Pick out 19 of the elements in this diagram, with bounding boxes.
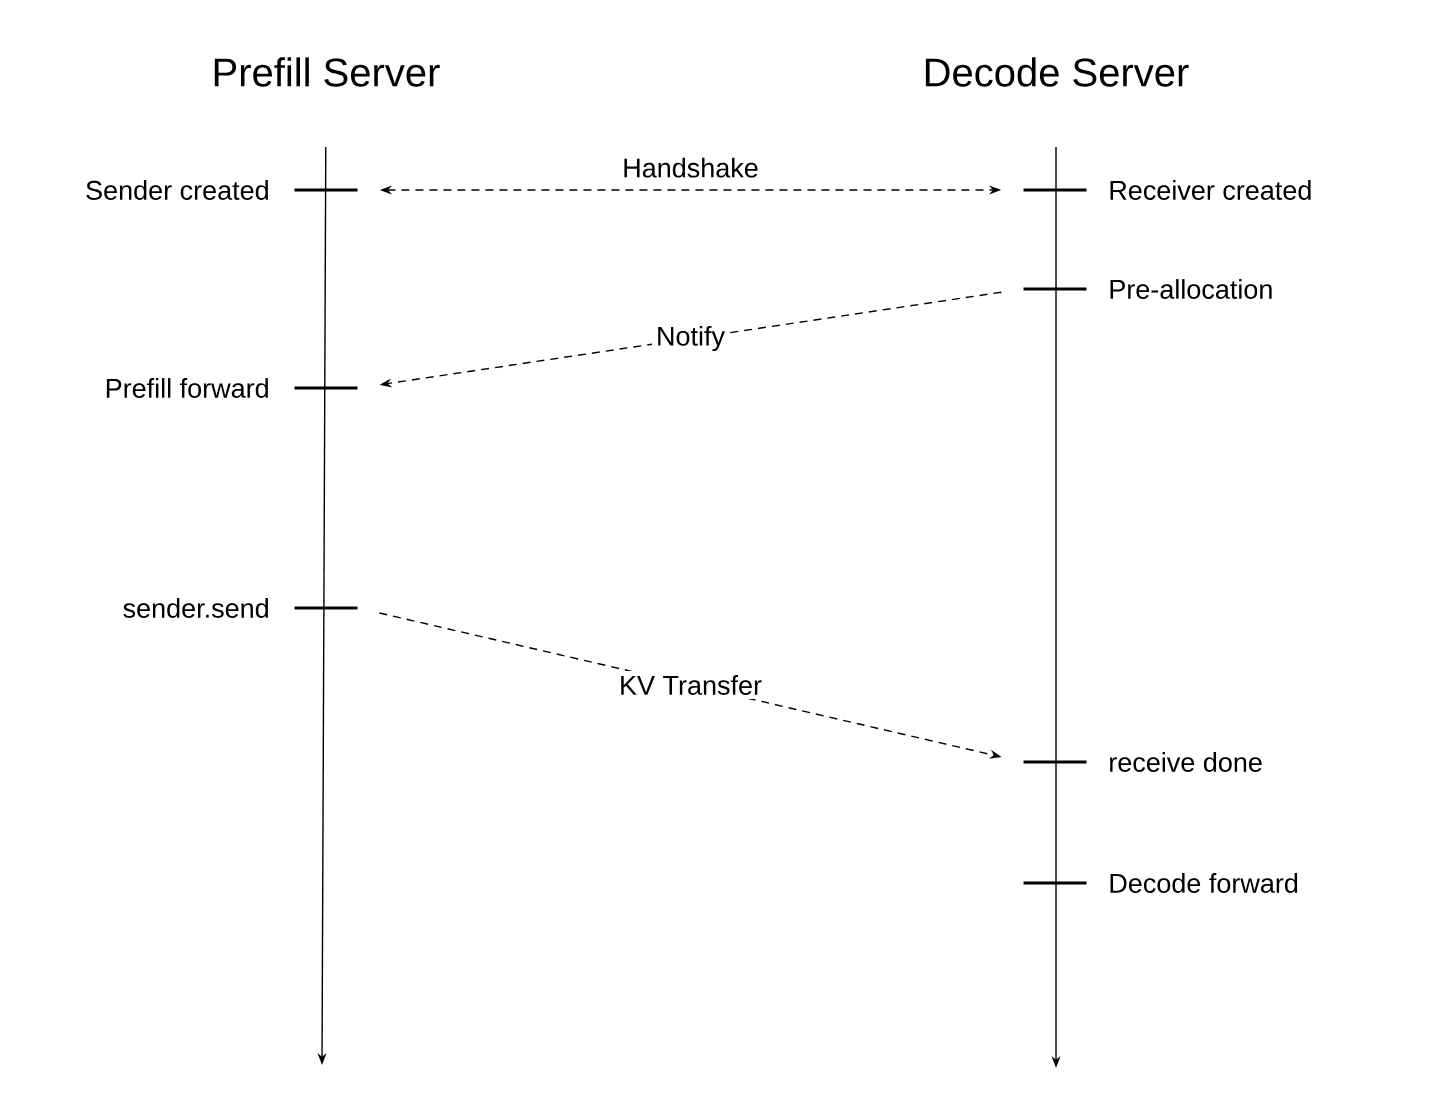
edge-label: Handshake: [618, 153, 763, 182]
event-tick: [294, 386, 358, 390]
event-label: Sender created: [86, 180, 268, 200]
event-tick: [1023, 287, 1087, 291]
event-label: Decode forward: [1110, 873, 1298, 893]
event-tick: [1023, 760, 1087, 764]
event-tick: [294, 606, 358, 610]
edge-label: Notify: [652, 321, 729, 356]
event-label: Pre-allocation: [1110, 279, 1272, 299]
event-tick: [1023, 881, 1087, 885]
event-tick: [1023, 188, 1087, 192]
lifeline-heading: Decode Server: [925, 57, 1189, 87]
event-label: receive done: [1110, 752, 1262, 772]
event-tick: [294, 188, 358, 192]
event-label: Receiver created: [1110, 180, 1311, 200]
edge-label: KV Transfer: [615, 671, 767, 699]
event-label: sender.send: [123, 598, 268, 618]
event-label: Prefill forward: [106, 378, 268, 398]
lifeline-heading: Prefill Server: [214, 57, 440, 87]
